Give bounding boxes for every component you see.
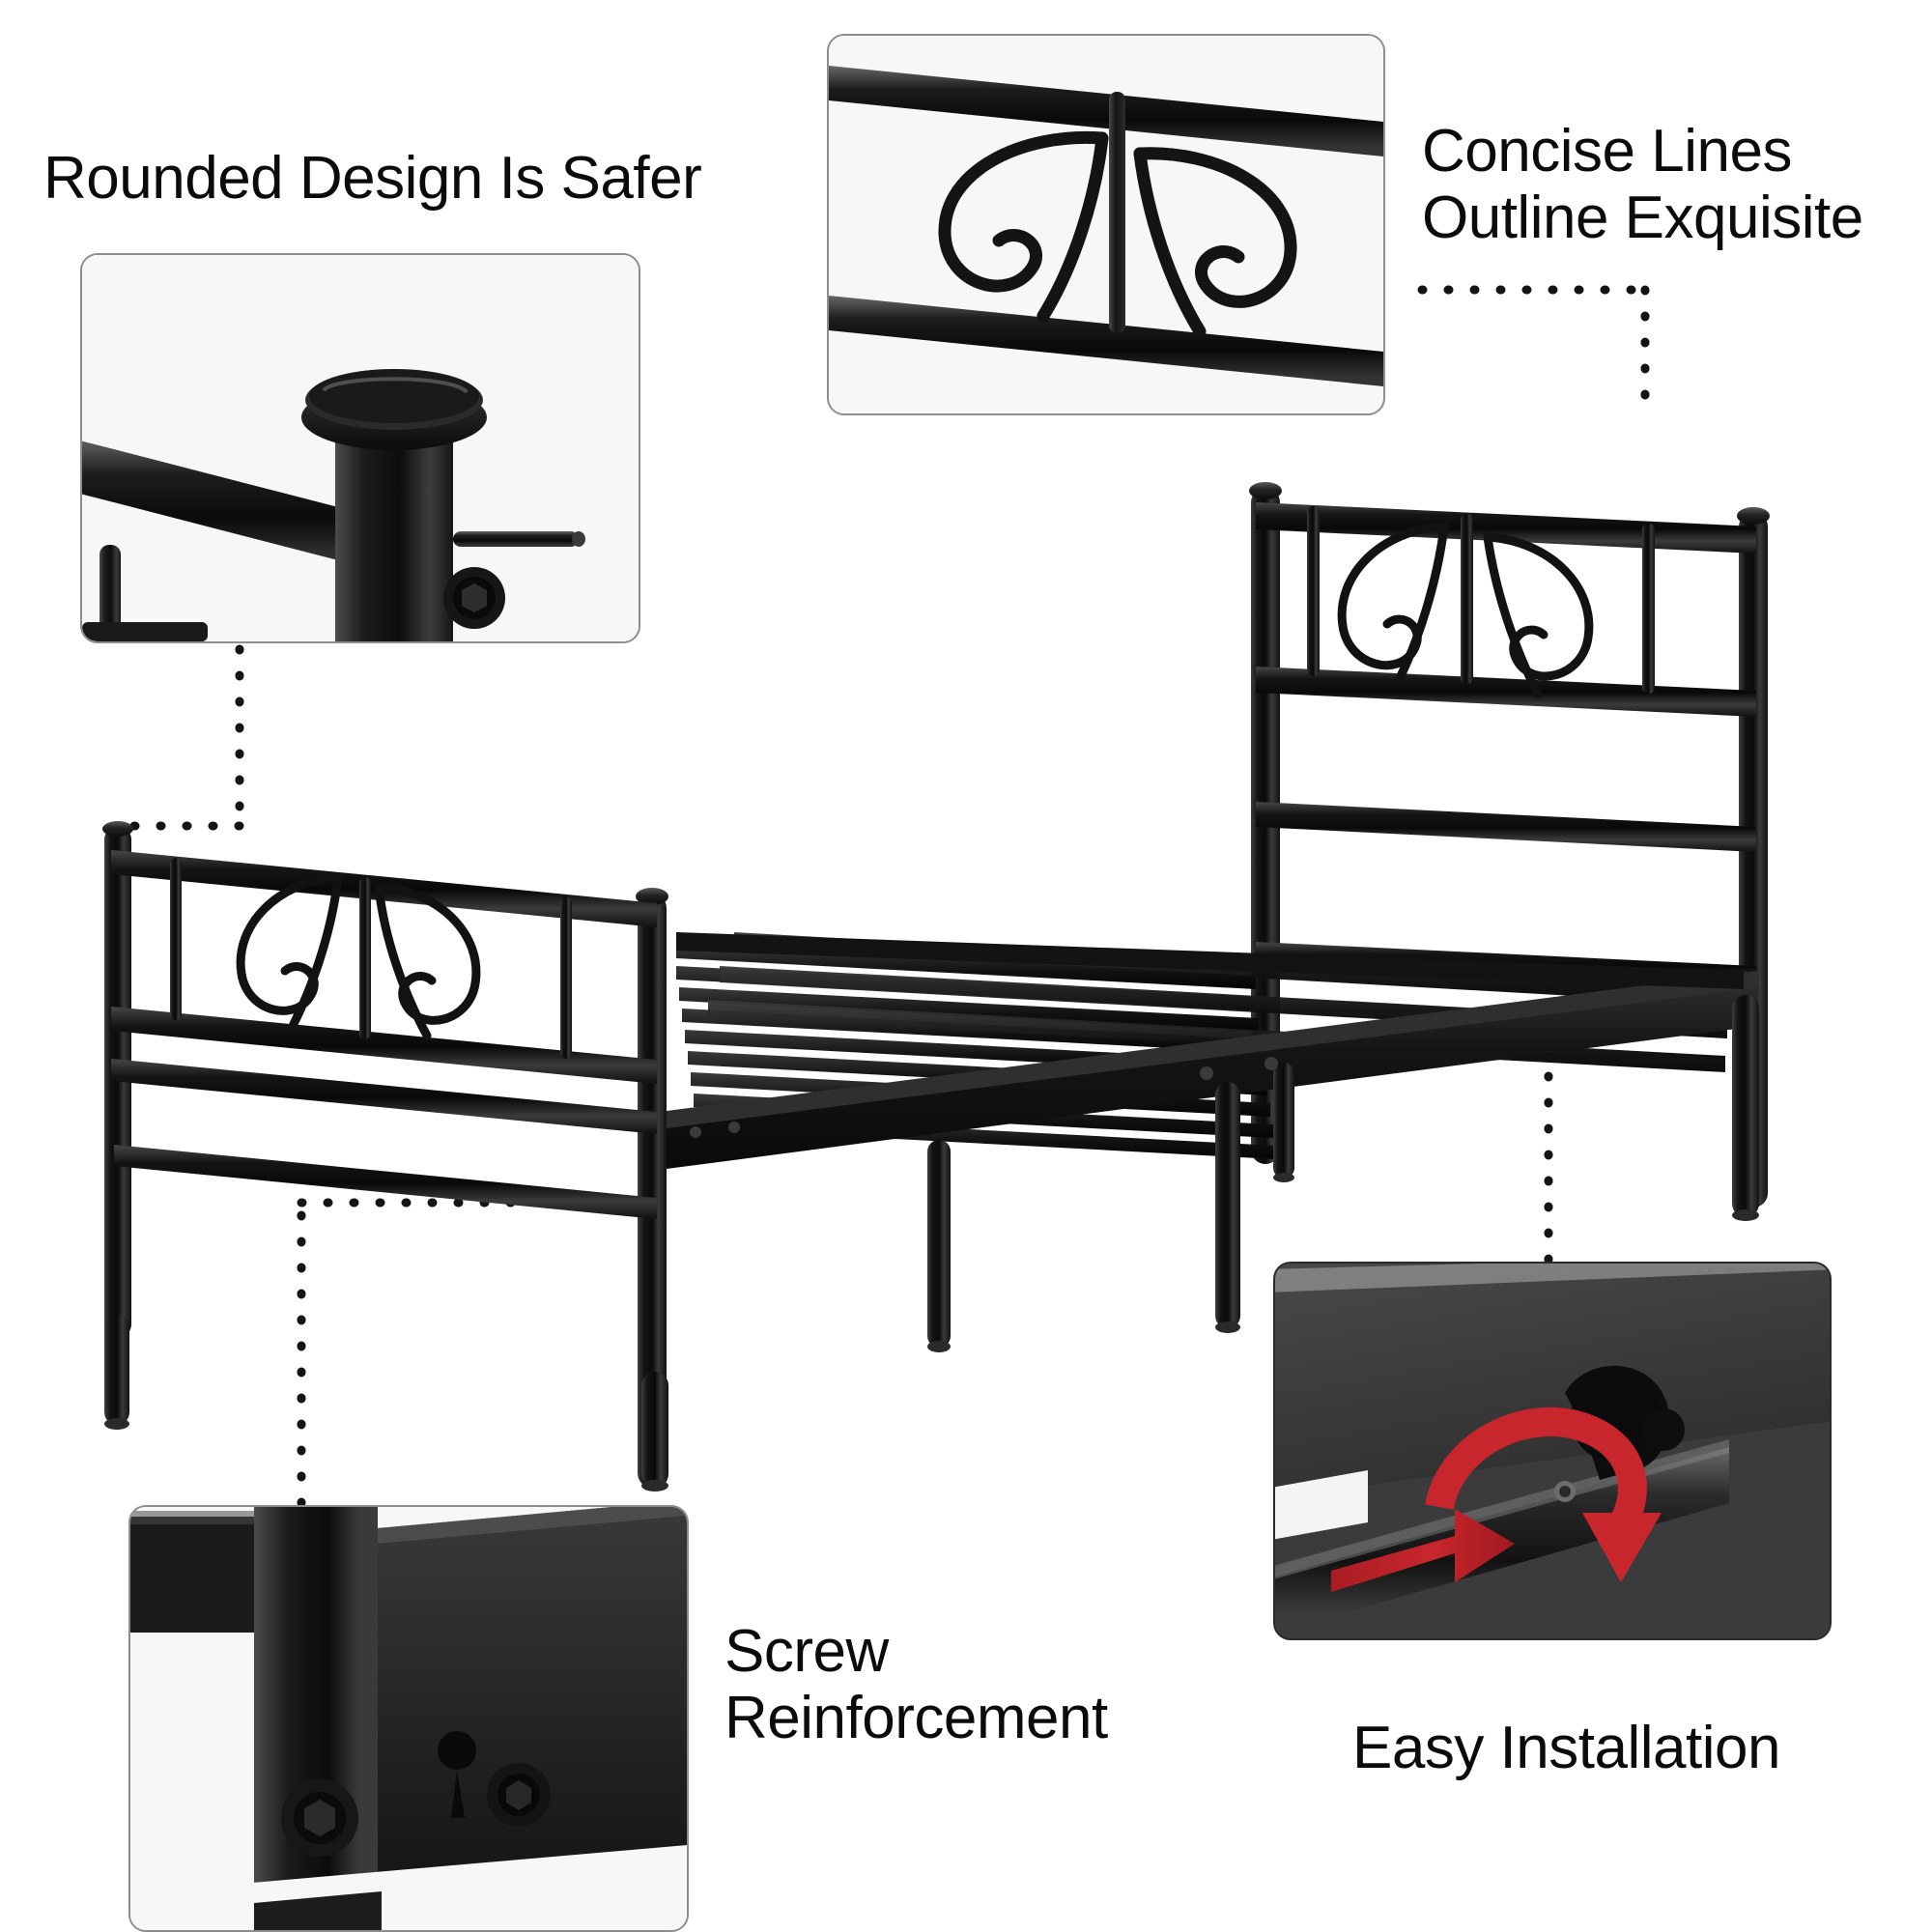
slat-platform bbox=[667, 932, 1759, 1352]
callout-heading-easy-installation: Easy Installation bbox=[1352, 1715, 1780, 1781]
insert-arrow-shape bbox=[1331, 1509, 1515, 1592]
callout-card-concise-lines bbox=[827, 34, 1385, 415]
callout-card-screw-reinforcement bbox=[128, 1505, 689, 1932]
callout-heading-rounded-design: Rounded Design Is Safer bbox=[43, 145, 702, 212]
callout-heading-concise-lines: Concise Lines Outline Exquisite bbox=[1422, 118, 1863, 252]
headboard bbox=[1249, 482, 1770, 1208]
callout-card-easy-installation bbox=[1273, 1262, 1832, 1640]
footboard bbox=[102, 821, 668, 1492]
callout-card-rounded-design bbox=[80, 253, 640, 643]
twist-arrow-shape bbox=[1425, 1406, 1662, 1582]
callout-heading-screw-reinforcement: Screw Reinforcement bbox=[724, 1618, 1108, 1752]
